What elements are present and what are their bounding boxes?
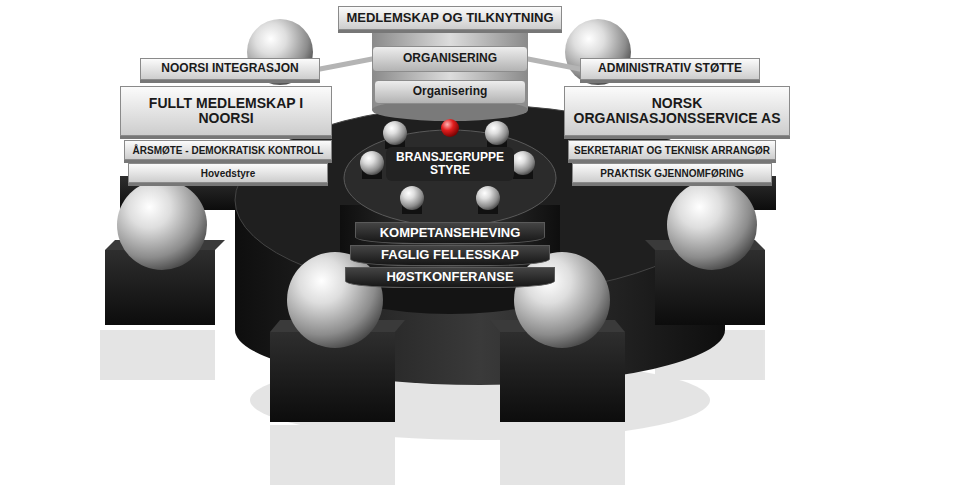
node-text: Hovedstyre <box>129 168 327 179</box>
node-text: MEDLEMSKAP OG TILKNYTNING <box>339 11 561 25</box>
label-plate: FULLT MEDLEMSKAP I NOORSI <box>120 86 332 136</box>
floor-reflection-shape <box>100 330 215 380</box>
small-spheres-shape <box>476 186 500 210</box>
node-text: FULLT MEDLEMSKAP I NOORSI <box>121 96 331 127</box>
small-spheres-shape <box>360 151 384 175</box>
node-text: ÅRSMØTE - DEMOKRATISK KONTROLL <box>125 145 331 156</box>
node-text: ORGANISERING <box>373 52 527 65</box>
label-plate: SEKRETARIAT OG TEKNISK ARRANGØR <box>568 140 776 160</box>
node-text: Organisering <box>375 85 525 98</box>
node-text: HØSTKONFERANSE <box>346 270 554 284</box>
node-text: NORSK ORGANISASJONSSERVICE AS <box>565 96 789 127</box>
label-plate: ÅRSMØTE - DEMOKRATISK KONTROLL <box>124 140 332 160</box>
node-text: ADMINISTRATIV STØTTE <box>581 62 759 75</box>
connector-rod <box>528 59 580 69</box>
stack-band: HØSTKONFERANSE <box>345 267 555 288</box>
small-spheres-shape <box>511 151 535 175</box>
top-cylinder <box>372 28 528 121</box>
node-text: SEKRETARIAT OG TEKNISK ARRANGØR <box>569 145 775 156</box>
small-spheres-shape <box>485 121 509 145</box>
header-plate: MEDLEMSKAP OG TILKNYTNING <box>338 6 562 30</box>
stack-band: KOMPETANSEHEVING <box>355 222 545 244</box>
node-text: PRAKTISK GJENNOMFØRING <box>573 168 771 179</box>
node-text: NOORSI INTEGRASJON <box>141 62 319 75</box>
board-label: BRANSJEGRUPPE STYRE <box>386 147 514 181</box>
top-cylinder-shape <box>372 28 528 110</box>
stack-band: FAGLIG FELLESSKAP <box>350 245 550 266</box>
big-spheres-shape <box>117 180 207 270</box>
big-spheres-shape <box>667 180 757 270</box>
label-plate: NORSK ORGANISASJONSSERVICE AS <box>564 86 790 136</box>
center-stack <box>338 130 562 314</box>
node-text: FAGLIG FELLESSKAP <box>351 248 549 262</box>
small-spheres-shape <box>400 186 424 210</box>
small-spheres-shape <box>383 121 407 145</box>
label-plate: PRAKTISK GJENNOMFØRING <box>572 163 772 183</box>
small-spheres-shape <box>441 119 459 137</box>
node-text: KOMPETANSEHEVING <box>356 226 544 240</box>
label-plate: NOORSI INTEGRASJON <box>140 58 320 80</box>
node-text: BRANSJEGRUPPE STYRE <box>386 151 514 177</box>
disc-band: ORGANISERING <box>372 46 528 72</box>
center-stack-shape <box>344 130 556 226</box>
label-plate: Hovedstyre <box>128 163 328 183</box>
small-spheres <box>360 119 535 214</box>
big-spheres <box>105 180 765 422</box>
connector-rod <box>320 59 372 69</box>
disc-band: Organisering <box>374 80 526 104</box>
label-plate: ADMINISTRATIV STØTTE <box>580 58 760 80</box>
